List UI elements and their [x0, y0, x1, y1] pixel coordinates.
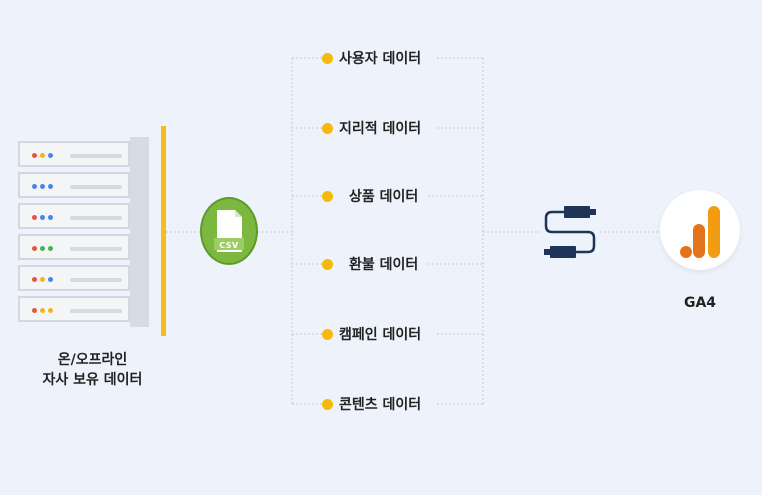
source-label-line1: 온/오프라인 [57, 352, 128, 368]
usb-cable-icon [544, 206, 596, 258]
data-item: 지리적 데이터 [322, 118, 421, 138]
data-item-label: 지리적 데이터 [339, 121, 422, 137]
source-divider-bar [161, 126, 166, 336]
data-item-label: 환불 데이터 [349, 257, 419, 273]
bullet-icon [322, 258, 333, 270]
csv-badge-text: CSV [219, 241, 239, 250]
bullet-icon [322, 398, 333, 410]
ga4-logo-icon [660, 190, 740, 270]
source-label-line2: 자사 보유 데이터 [42, 372, 143, 388]
source-label: 온/오프라인 자사 보유 데이터 [10, 350, 175, 390]
data-item-label: 상품 데이터 [349, 189, 419, 205]
data-item: 환불 데이터 [322, 254, 418, 274]
bullet-icon [322, 328, 333, 340]
data-item: 콘텐츠 데이터 [322, 394, 421, 414]
bullet-icon [322, 190, 333, 202]
data-item-label: 사용자 데이터 [339, 51, 422, 67]
csv-file-icon: CSV [200, 197, 258, 265]
server-icon [18, 137, 149, 327]
bullet-icon [322, 52, 333, 64]
data-item-label: 콘텐츠 데이터 [339, 397, 422, 413]
data-item: 사용자 데이터 [322, 48, 421, 68]
bullet-icon [322, 122, 333, 134]
data-item-label: 캠페인 데이터 [339, 327, 422, 343]
ga4-label: GA4 [683, 295, 717, 311]
data-item: 상품 데이터 [322, 186, 418, 206]
data-item: 캠페인 데이터 [322, 324, 421, 344]
